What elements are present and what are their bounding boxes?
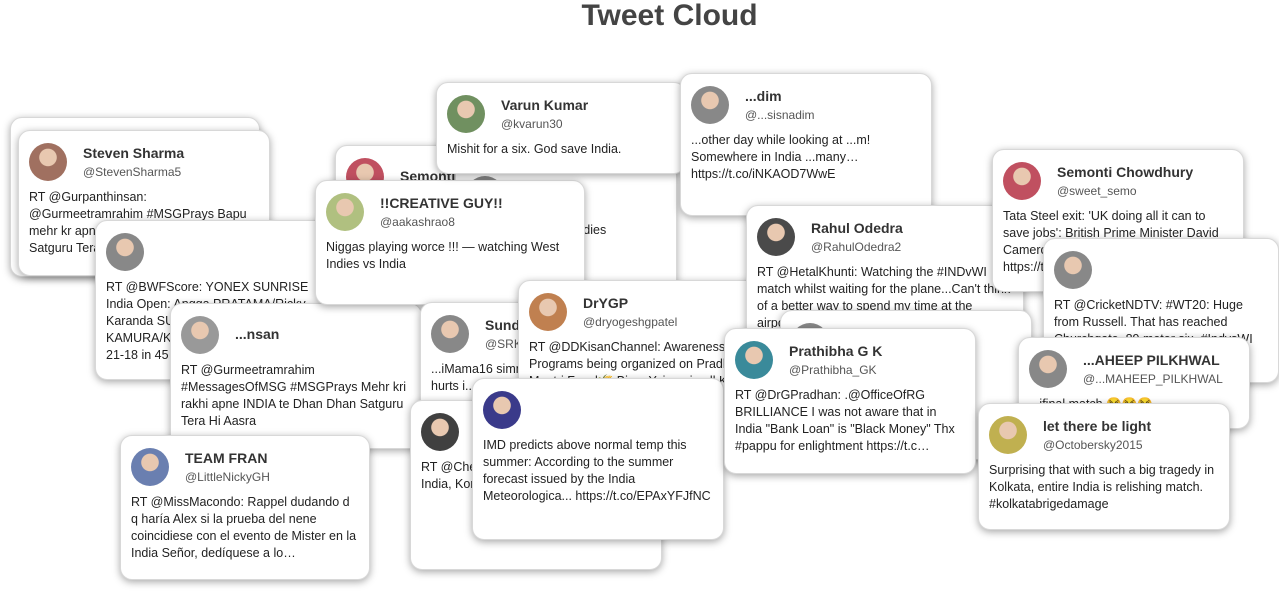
tweet-author: Prathibha G K @Prathibha_GK: [789, 342, 882, 378]
avatar: [181, 316, 219, 354]
tweet-author: !!CREATIVE GUY!! @aakashrao8: [380, 194, 503, 230]
avatar: [1054, 251, 1092, 289]
page-title: Tweet Cloud: [581, 0, 758, 32]
tweet-card[interactable]: IMD predicts above normal temp this summ…: [472, 378, 724, 540]
tweet-header: TEAM FRAN @LittleNickyGH: [131, 446, 359, 488]
tweet-header: ...dim @...sisnadim: [691, 84, 921, 126]
author-handle[interactable]: @...MAHEEP_PILKHWAL: [1083, 372, 1223, 386]
tweet-header: Prathibha G K @Prathibha_GK: [735, 339, 965, 381]
tweet-text: Surprising that with such a big tragedy …: [989, 463, 1215, 511]
tweet-text: RT @HetalKhunti: Watching the #INDvWI ma…: [757, 265, 1011, 330]
author-name: !!CREATIVE GUY!!: [380, 195, 503, 211]
tweet-header: [421, 411, 651, 453]
author-name: ...dim: [745, 88, 782, 104]
tweet-text: RT @CricketNDTV: #WT20: Huge from Russel…: [1054, 298, 1253, 346]
author-handle[interactable]: @LittleNickyGH: [185, 470, 270, 484]
tweet-header: DrYGP @dryogeshgpatel: [529, 291, 759, 333]
author-name: Semonti Chowdhury: [1057, 164, 1194, 180]
tweet-header: ...nsan: [181, 314, 411, 356]
tweet-header: Semonti Chowdhury @sweet_semo: [1003, 160, 1233, 202]
tweet-author: Semonti Chowdhury @sweet_semo: [1057, 163, 1193, 199]
tweet-header: [1054, 249, 1268, 291]
tweet-text: ...other day while looking at ...m! Some…: [691, 133, 871, 181]
tweet-card[interactable]: TEAM FRAN @LittleNickyGH RT @MissMacondo: …: [120, 435, 370, 580]
tweet-author: ...dim @...sisnadim: [745, 87, 815, 123]
author-name: DrYGP: [583, 295, 629, 311]
author-name: Varun Kumar: [501, 97, 589, 113]
author-handle[interactable]: @Octobersky2015: [1043, 438, 1143, 452]
author-name: TEAM FRAN: [185, 450, 268, 466]
author-name: Rahul Odedra: [811, 220, 903, 236]
tweet-text: RT @MissMacondo: Rappel dudando d q harí…: [131, 495, 357, 560]
author-handle[interactable]: @sweet_semo: [1057, 184, 1137, 198]
author-handle[interactable]: @Prathibha_GK: [789, 363, 877, 377]
tweet-text: RT @DrGPradhan: .@OfficeOfRG BRILLIANCE …: [735, 388, 955, 453]
tweet-text: IMD predicts above normal temp this summ…: [483, 438, 711, 503]
avatar: [757, 218, 795, 256]
tweet-card[interactable]: ...nsan RT @Gurmeetramrahim #MessagesOfMS…: [170, 303, 422, 449]
avatar: [1003, 162, 1041, 200]
avatar: [1029, 350, 1067, 388]
author-name: ...AHEEP PILKHWAL: [1083, 352, 1220, 368]
author-name: let there be light: [1043, 418, 1152, 434]
tweet-text: Niggas playing worce !!! — watching West…: [326, 240, 560, 271]
avatar: [989, 416, 1027, 454]
avatar: [735, 341, 773, 379]
tweet-text: RT @Gurmeetramrahim #MessagesOfMSG #MSGP…: [181, 363, 407, 428]
tweet-author: DrYGP @dryogeshgpatel: [583, 294, 677, 330]
tweet-header: ...AHEEP PILKHWAL @...MAHEEP_PILKHWAL: [1029, 348, 1239, 390]
author-name: Steven Sharma: [83, 145, 185, 161]
tweet-header: Varun Kumar @kvarun30: [447, 93, 675, 135]
author-handle[interactable]: @dryogeshgpatel: [583, 315, 678, 329]
tweet-author: Steven Sharma @StevenSharma5: [83, 144, 184, 180]
tweet-header: Rahul Odedra @RahulOdedra2: [757, 216, 1013, 258]
tweet-card[interactable]: ...dim @...sisnadim ...other day while loo…: [680, 73, 932, 216]
avatar: [106, 233, 144, 271]
author-name: Prathibha G K: [789, 343, 883, 359]
tweet-header: [483, 389, 713, 431]
author-handle[interactable]: @...sisnadim: [745, 108, 815, 122]
tweet-author: Varun Kumar @kvarun30: [501, 96, 588, 132]
tweet-text: Mishit for a six. God save India.: [447, 142, 622, 156]
tweet-header: let there be light @Octobersky2015: [989, 414, 1219, 456]
tweet-author: let there be light @Octobersky2015: [1043, 417, 1151, 453]
tweet-author: Rahul Odedra @RahulOdedra2: [811, 219, 903, 255]
author-name: ...nsan: [235, 326, 280, 342]
avatar: [447, 95, 485, 133]
avatar: [483, 391, 521, 429]
author-handle[interactable]: @StevenSharma5: [83, 165, 182, 179]
avatar: [431, 315, 469, 353]
tweet-author: ...nsan: [235, 325, 279, 345]
avatar: [326, 193, 364, 231]
author-handle[interactable]: @kvarun30: [501, 117, 563, 131]
avatar: [421, 413, 459, 451]
avatar: [131, 448, 169, 486]
tweet-card[interactable]: Prathibha G K @Prathibha_GK RT @DrGPradhan…: [724, 328, 976, 474]
tweet-author: TEAM FRAN @LittleNickyGH: [185, 449, 270, 485]
tweet-header: Steven Sharma @StevenSharma5: [29, 141, 259, 183]
tweet-author: ...AHEEP PILKHWAL @...MAHEEP_PILKHWAL: [1083, 351, 1223, 387]
tweet-card[interactable]: Rahul Odedra @RahulOdedra2 RT @HetalKhunti…: [746, 205, 1024, 350]
avatar: [529, 293, 567, 331]
avatar: [691, 86, 729, 124]
tweet-header: !!CREATIVE GUY!! @aakashrao8: [326, 191, 574, 233]
author-handle[interactable]: @aakashrao8: [380, 215, 455, 229]
author-handle[interactable]: @RahulOdedra2: [811, 240, 902, 254]
avatar: [29, 143, 67, 181]
tweet-header: [106, 231, 336, 273]
